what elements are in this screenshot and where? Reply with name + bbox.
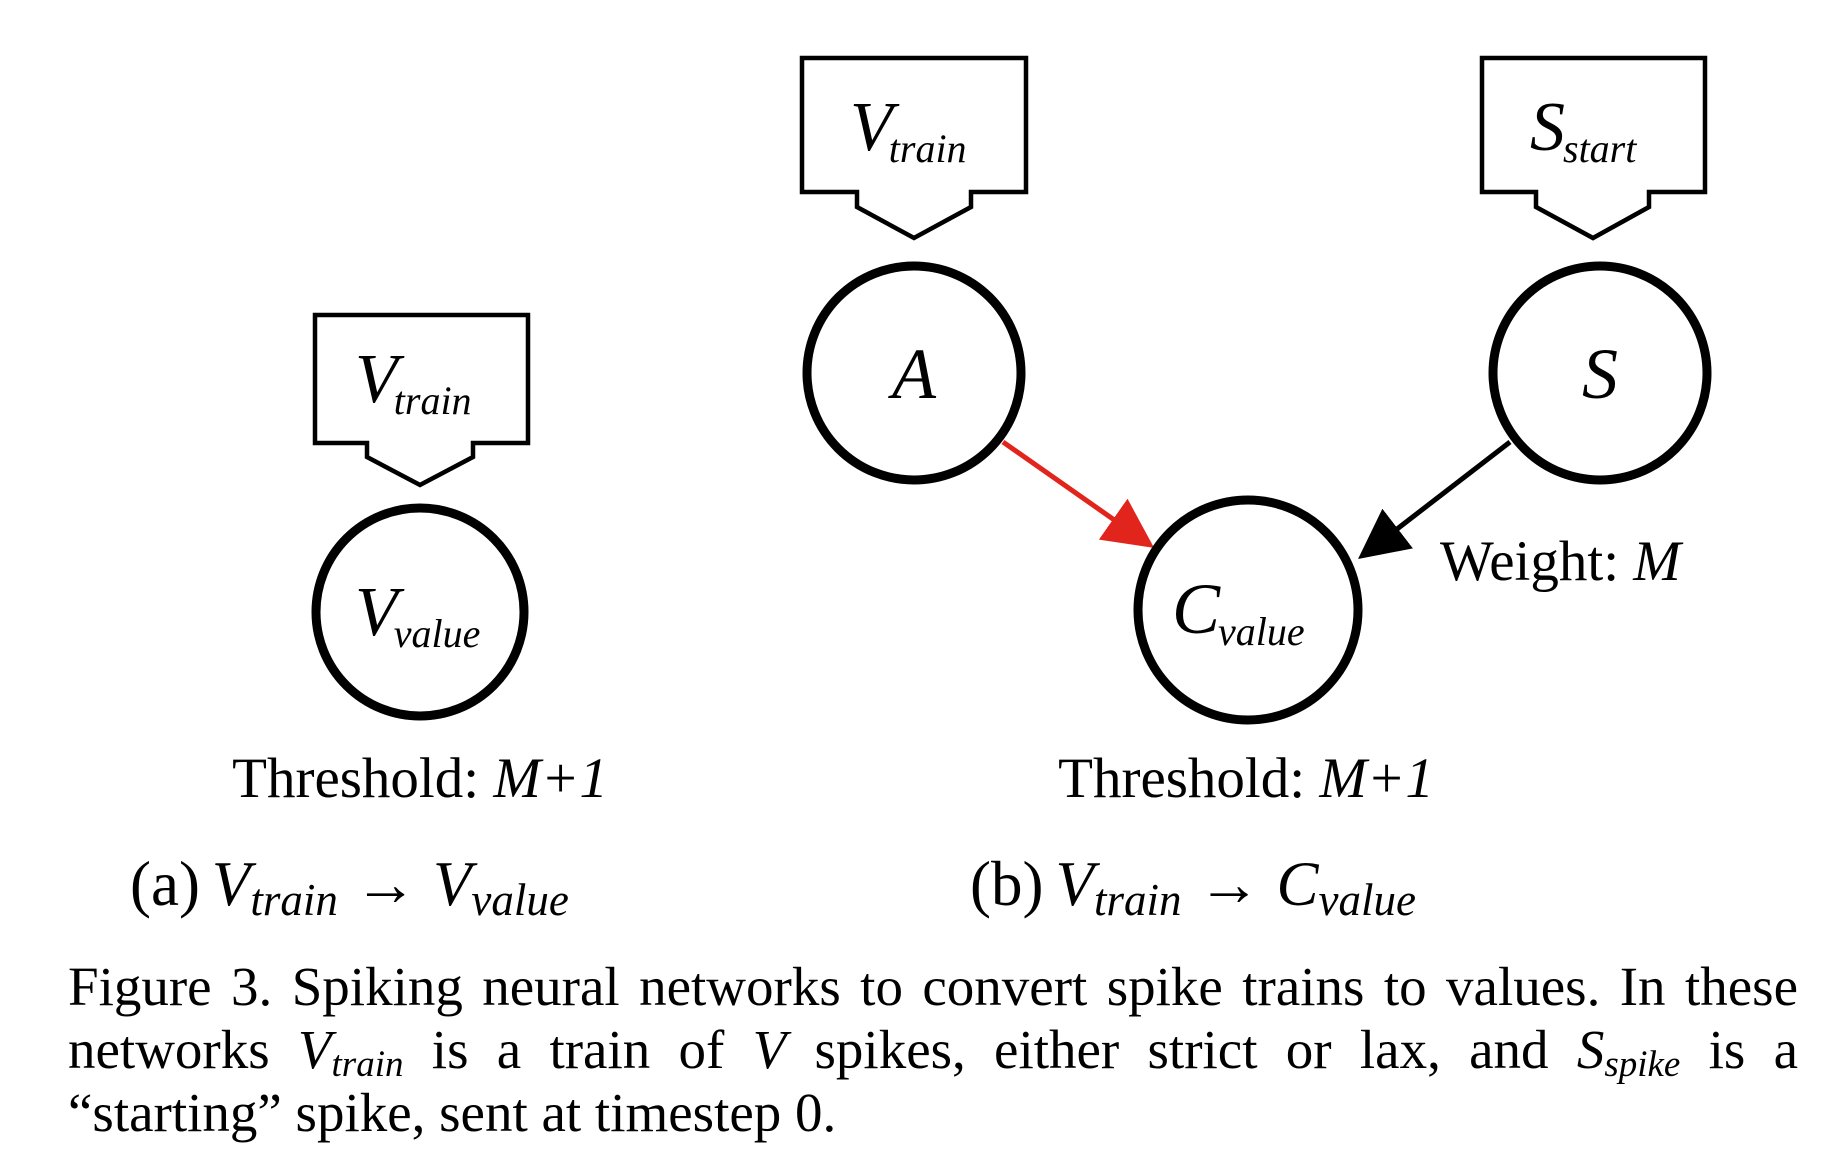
subfigure-b: Vtrain Sstart A S Cvalue Weight: M [799, 55, 1712, 925]
node-main: V [355, 574, 405, 651]
svg-text:S: S [1582, 334, 1618, 414]
svg-text:Vvalue: Vvalue [355, 574, 480, 656]
caption-text-1: Figure 3. Spiking neural networks to con… [68, 956, 1798, 1080]
caption-text-3: spikes, either strict or lax, and [786, 1019, 1577, 1080]
node-s: S [1488, 261, 1712, 485]
excitatory-edge-s-to-c [1358, 440, 1512, 560]
threshold-label-b: Threshold: M+1 [1058, 747, 1434, 810]
svg-text:Cvalue: Cvalue [1172, 569, 1305, 654]
input-box-main: V [355, 341, 405, 418]
caption-sub-spike: spike [1604, 1044, 1681, 1085]
node-sub: value [1218, 609, 1305, 654]
subfigure-label-b: (b)Vtrain→Cvalue [970, 849, 1416, 925]
subfigure-label-a: (a)Vtrain→Vvalue [130, 849, 569, 925]
node-v-value: Vvalue [311, 503, 529, 721]
caption-var-v: V [297, 1019, 332, 1080]
subfigure-a: Vtrain Vvalue Threshold: M+1 (a)Vtrain→V… [130, 312, 608, 925]
node-sub: value [394, 611, 481, 656]
caption-var-s: S [1576, 1019, 1605, 1080]
input-box-main: S [1530, 89, 1565, 166]
svg-text:Sstart: Sstart [1530, 89, 1637, 171]
svg-text:Vtrain: Vtrain [355, 341, 472, 423]
figure-diagram: Vtrain Vvalue Threshold: M+1 (a)Vtrain→V… [130, 55, 1712, 925]
threshold-label-a: Threshold: M+1 [232, 747, 608, 810]
node-c-value: Cvalue [1133, 495, 1363, 725]
input-box-s-start: Sstart [1479, 55, 1708, 241]
input-box-sub: train [889, 126, 967, 171]
input-box-main: V [850, 89, 900, 166]
caption-text-2: is a train of [403, 1019, 753, 1080]
weight-label: Weight: M [1440, 530, 1684, 593]
figure-caption: Figure 3. Spiking neural networks to con… [68, 955, 1798, 1144]
input-box-v-train-a: Vtrain [312, 312, 531, 488]
input-box-sub: train [394, 378, 472, 423]
input-box-sub: start [1563, 126, 1637, 171]
caption-text-4: is a “starting” spike, sent at timestep … [68, 1019, 1799, 1143]
svg-text:A: A [888, 334, 937, 414]
caption-var-v2: V [752, 1019, 787, 1080]
node-a: A [802, 261, 1026, 485]
node-main: C [1172, 569, 1221, 649]
svg-text:Vtrain: Vtrain [850, 89, 967, 171]
inhibitory-edge-a-to-c [1001, 439, 1155, 548]
input-box-v-train-b: Vtrain [799, 55, 1029, 241]
caption-sub-train: train [331, 1044, 404, 1085]
